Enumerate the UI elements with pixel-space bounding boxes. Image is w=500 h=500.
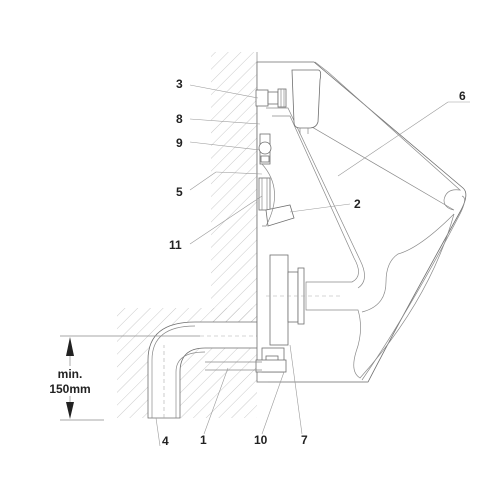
urinal-outlet-curve: [361, 213, 455, 313]
leader-11: [189, 195, 263, 245]
callout-10: 10: [254, 433, 268, 447]
urinal-inner-shell: [266, 61, 462, 289]
top-inlet-cap: [291, 69, 322, 129]
outlet-collar: [287, 271, 299, 323]
drain-pipe-inner: [151, 325, 206, 418]
urinal-body: [256, 61, 467, 383]
hanger-bracket: [265, 204, 295, 227]
leader-7: [289, 344, 303, 435]
callout-3: 3: [176, 77, 183, 91]
leader-5: [189, 171, 217, 191]
outlet-pipe: [269, 254, 289, 346]
leader-2: [289, 203, 351, 213]
leader-8: [189, 118, 261, 125]
leader-9: [189, 141, 261, 151]
callout-4: 4: [162, 434, 169, 448]
leader-10: [261, 371, 285, 435]
callout-8: 8: [176, 112, 183, 126]
urinal-front-lip: [361, 195, 465, 381]
callout-5: 5: [176, 185, 183, 199]
leader-6b: [337, 101, 449, 177]
valve-cap: [260, 155, 270, 163]
wall-hatching: [211, 52, 257, 337]
dimension-label-value: 150mm: [49, 382, 90, 396]
inlet-nut: [267, 91, 279, 105]
leader-1: [203, 367, 229, 435]
dimension-arrow-down: [66, 402, 74, 419]
urinal-bowl: [272, 115, 455, 379]
valve-knob: [258, 141, 272, 155]
callout-1: 1: [200, 433, 207, 447]
dimension-arrow-up: [66, 337, 74, 356]
leader-5b: [215, 171, 263, 175]
bracket-arm: [261, 163, 275, 227]
callout-9: 9: [176, 136, 183, 150]
trap-base: [255, 359, 287, 373]
callout-11: 11: [169, 238, 182, 252]
bracket-bolt: [258, 177, 271, 211]
callout-2: 2: [354, 197, 361, 211]
callout-7: 7: [301, 433, 308, 447]
leader-4: [155, 417, 161, 447]
dimension-label-min: min.: [58, 367, 83, 381]
leader-3: [189, 84, 259, 99]
inlet-flange: [277, 88, 287, 108]
callout-6: 6: [459, 89, 466, 103]
